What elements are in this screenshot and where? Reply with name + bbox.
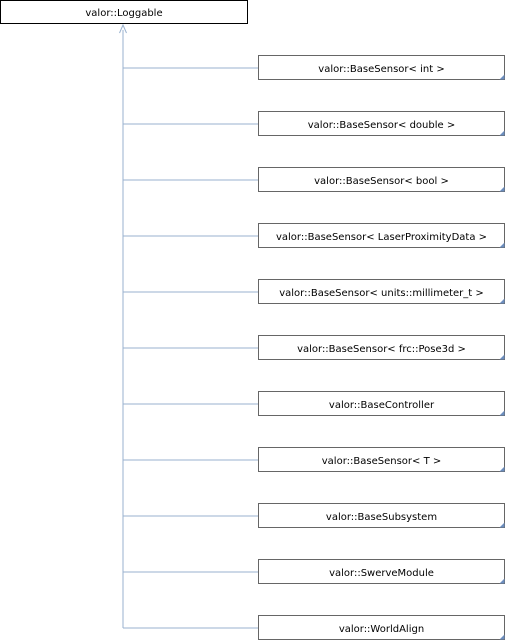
child-node-box xyxy=(258,111,505,136)
child-node-label: valor::BaseSubsystem xyxy=(326,512,437,523)
child-node[interactable]: valor::SwerveModule xyxy=(123,559,505,584)
more-indicator-icon xyxy=(499,354,505,360)
child-node[interactable]: valor::BaseSensor< double > xyxy=(123,111,505,136)
more-indicator-icon xyxy=(499,298,505,304)
child-node-label: valor::SwerveModule xyxy=(329,568,434,579)
more-indicator-icon xyxy=(499,130,505,136)
child-node-label: valor::BaseSensor< int > xyxy=(318,64,444,75)
inheritance-arrow-icon xyxy=(119,23,127,34)
child-node-label: valor::BaseSensor< frc::Pose3d > xyxy=(297,344,466,355)
child-node[interactable]: valor::BaseSensor< int > xyxy=(123,55,505,80)
more-indicator-icon xyxy=(499,410,505,416)
child-node[interactable]: valor::BaseController xyxy=(123,391,505,416)
child-node[interactable]: valor::BaseSensor< frc::Pose3d > xyxy=(123,335,505,360)
more-indicator-icon xyxy=(499,186,505,192)
child-node-box xyxy=(258,335,505,360)
child-node-box xyxy=(258,391,505,416)
child-node[interactable]: valor::BaseSensor< bool > xyxy=(123,167,505,192)
child-node-box xyxy=(258,223,505,248)
more-indicator-icon xyxy=(499,522,505,528)
child-node[interactable]: valor::BaseSensor< LaserProximityData > xyxy=(123,223,505,248)
child-node-label: valor::BaseController xyxy=(329,400,435,411)
child-node-box xyxy=(258,55,505,80)
child-node-box xyxy=(258,559,505,584)
child-node-label: valor::BaseSensor< double > xyxy=(308,120,455,131)
root-node[interactable]: valor::Loggable xyxy=(0,0,248,24)
child-node[interactable]: valor::BaseSubsystem xyxy=(123,503,505,528)
more-indicator-icon xyxy=(499,242,505,248)
child-node-label: valor::BaseSensor< T > xyxy=(322,456,441,467)
child-node-label: valor::WorldAlign xyxy=(339,624,424,635)
more-indicator-icon xyxy=(499,634,505,640)
child-nodes: valor::BaseSensor< int >valor::BaseSenso… xyxy=(123,55,505,640)
child-node-label: valor::BaseSensor< units::millimeter_t > xyxy=(279,288,484,299)
child-node[interactable]: valor::WorldAlign xyxy=(123,615,505,640)
child-node[interactable]: valor::BaseSensor< T > xyxy=(123,447,505,472)
child-node[interactable]: valor::BaseSensor< units::millimeter_t > xyxy=(123,279,505,304)
child-node-label: valor::BaseSensor< LaserProximityData > xyxy=(276,232,487,243)
more-indicator-icon xyxy=(499,578,505,584)
more-indicator-icon xyxy=(499,466,505,472)
child-node-label: valor::BaseSensor< bool > xyxy=(314,176,449,187)
more-indicator-icon xyxy=(499,74,505,80)
child-node-box xyxy=(258,447,505,472)
child-node-box xyxy=(258,167,505,192)
root-node-label: valor::Loggable xyxy=(85,8,162,19)
child-node-box xyxy=(258,503,505,528)
child-node-box xyxy=(258,279,505,304)
